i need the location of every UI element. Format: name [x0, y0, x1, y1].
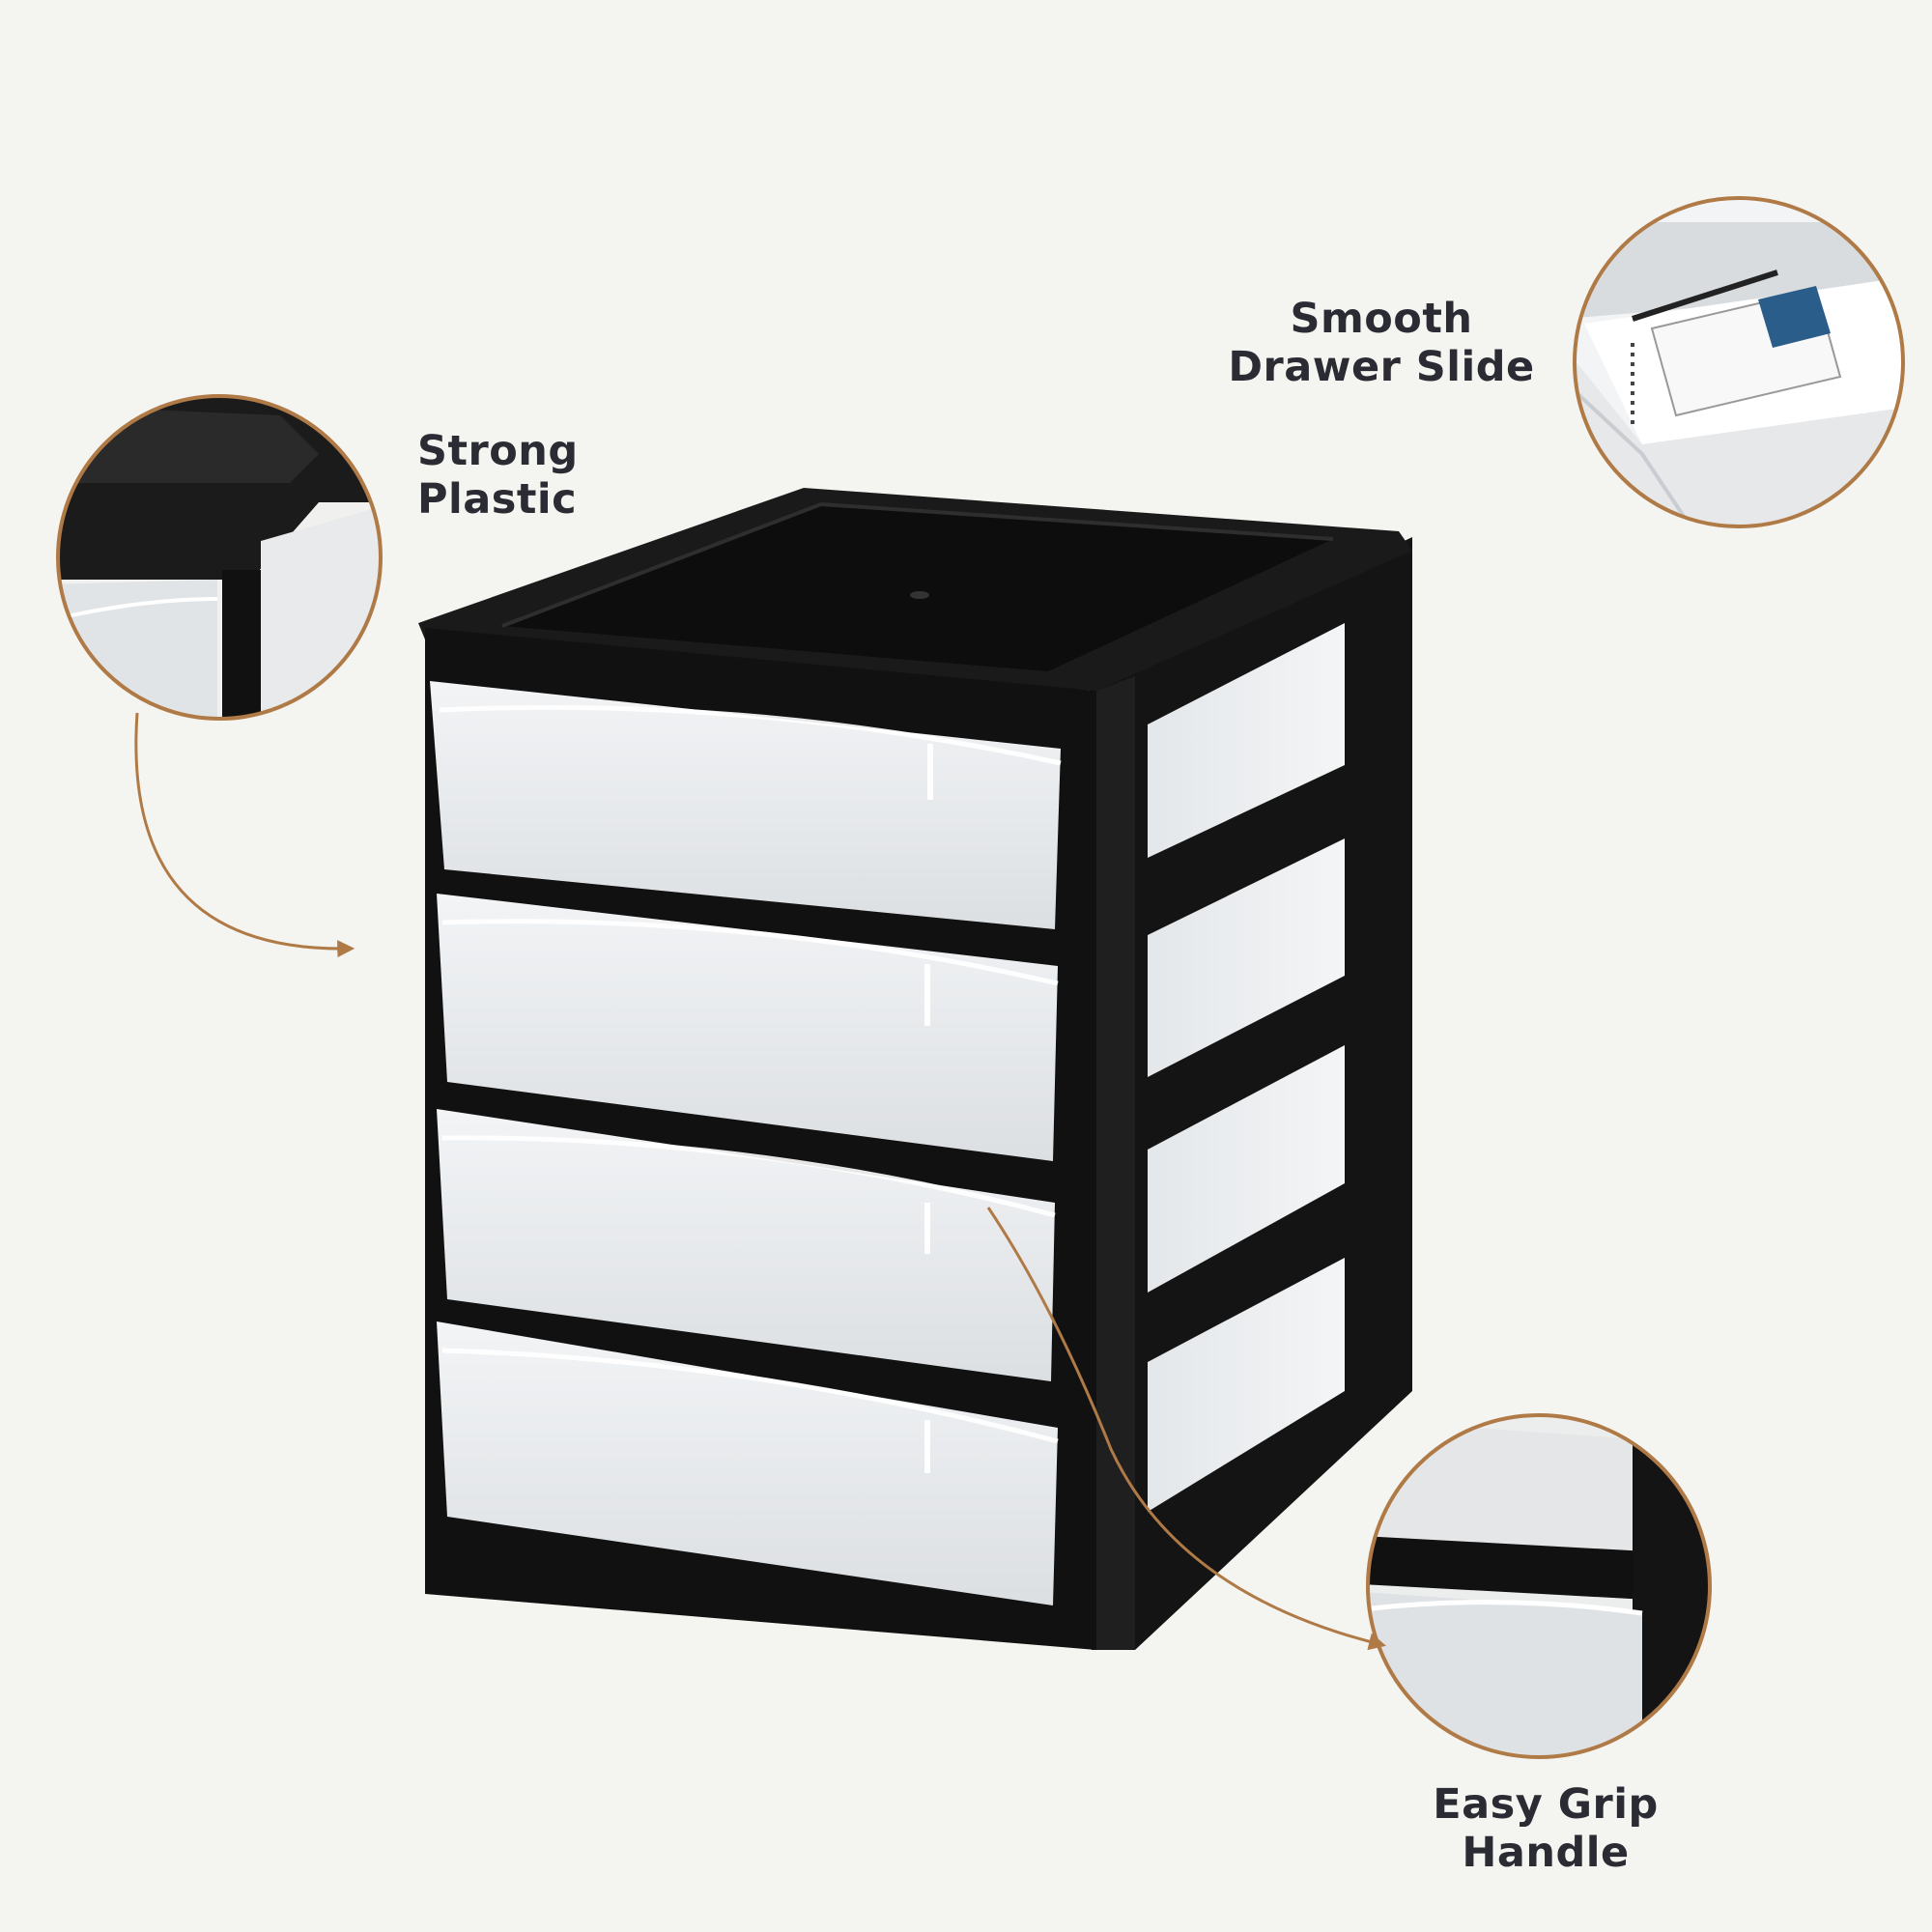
drawer-4: [437, 1321, 1059, 1605]
strong-plastic-label-line1: Strong: [417, 427, 579, 475]
strong-plastic-arrow: [134, 712, 355, 958]
strong-plastic-label: Strong Plastic: [417, 427, 579, 524]
easy-grip-detail-circle: [1366, 1413, 1712, 1759]
drawer-2: [437, 894, 1059, 1161]
easy-grip-handle-label: Easy Grip Handle: [1396, 1780, 1695, 1877]
easy-grip-handle-label-line2: Handle: [1462, 1829, 1630, 1877]
drawer-cabinet: [418, 488, 1412, 1650]
easy-grip-arrow: [986, 1207, 1386, 1651]
smooth-slide-detail-circle: [1573, 196, 1905, 528]
drawer-3: [437, 1109, 1056, 1381]
smooth-drawer-slide-label: Smooth Drawer Slide: [1208, 295, 1555, 391]
drawer-1: [430, 681, 1062, 929]
smooth-drawer-slide-label-line1: Smooth: [1290, 295, 1473, 343]
smooth-drawer-slide-label-line2: Drawer Slide: [1228, 343, 1535, 391]
strong-plastic-detail-circle: [56, 394, 383, 721]
easy-grip-handle-label-line1: Easy Grip: [1433, 1780, 1659, 1829]
strong-plastic-label-line2: Plastic: [417, 475, 578, 524]
